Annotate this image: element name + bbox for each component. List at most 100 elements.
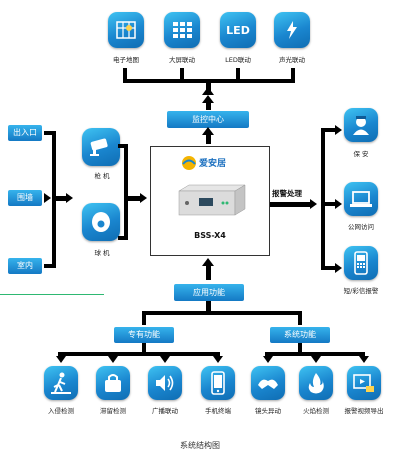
monitor-stem-bottom bbox=[206, 132, 211, 144]
arrow-down-lens bbox=[263, 356, 273, 363]
security-guard-icon bbox=[344, 108, 378, 142]
input-entrance: 出入口 bbox=[8, 125, 42, 141]
arrow-right-alarm bbox=[310, 199, 317, 209]
intrusion-icon bbox=[44, 366, 78, 400]
system-functions-label: 系统功能 bbox=[284, 330, 316, 339]
arrow-down-export bbox=[359, 356, 369, 363]
top-label-led: LED联动 bbox=[225, 56, 251, 64]
output-web-label: 公网访问 bbox=[348, 223, 374, 231]
grid-screen-icon bbox=[164, 12, 200, 48]
top-label-map: 电子地图 bbox=[113, 56, 139, 64]
camera-bullet-label: 枪 机 bbox=[94, 172, 110, 180]
device-model: BSS-X4 bbox=[194, 231, 226, 240]
top-bracket-stem-3 bbox=[236, 68, 240, 82]
top-label-siren: 声光联动 bbox=[279, 56, 305, 64]
input-wall: 围墙 bbox=[8, 190, 42, 206]
arrow-right-sms bbox=[335, 263, 342, 273]
top-bracket-stem-4 bbox=[291, 68, 295, 82]
app-stem-up bbox=[206, 262, 211, 280]
system-stem bbox=[298, 343, 302, 353]
bottom-label-mobile: 手机终端 bbox=[205, 407, 231, 415]
right-output-tick-3 bbox=[325, 266, 335, 270]
right-output-tick-2 bbox=[325, 202, 335, 206]
left-input-tick-1 bbox=[44, 131, 54, 135]
arrow-right-security bbox=[335, 125, 342, 135]
camera-bracket-top bbox=[118, 144, 128, 148]
arrow-down-mobile bbox=[213, 356, 223, 363]
output-sms-label: 短/彩信报警 bbox=[343, 287, 379, 295]
arrow-down-loiter bbox=[108, 356, 118, 363]
output-security-label: 保 安 bbox=[353, 150, 369, 158]
arrow-down-intrusion bbox=[56, 356, 66, 363]
bottom-label-lens: 镜头异动 bbox=[255, 407, 281, 415]
arrow-up-device bbox=[202, 127, 214, 135]
bottom-label-intrusion: 入侵检测 bbox=[48, 407, 74, 415]
app-functions-label: 应用功能 bbox=[193, 288, 225, 297]
function-split-left bbox=[142, 311, 146, 325]
bottom-label-flame: 火焰检测 bbox=[303, 407, 329, 415]
nvr-device-image bbox=[173, 183, 247, 219]
speaker-icon bbox=[148, 366, 182, 400]
bag-icon bbox=[96, 366, 130, 400]
mobile-phone-icon bbox=[344, 246, 378, 280]
camera-bracket bbox=[124, 144, 128, 240]
monitor-stem-top bbox=[206, 100, 211, 110]
alarm-processing-label: 报警处理 bbox=[272, 189, 302, 198]
system-bar bbox=[265, 352, 365, 356]
diagram-caption: 系统结构图 bbox=[180, 441, 220, 450]
flame-icon bbox=[299, 366, 333, 400]
arrow-right-web bbox=[335, 199, 342, 209]
camera-arrow-stem bbox=[128, 196, 140, 201]
laptop-icon bbox=[344, 182, 378, 216]
dedicated-functions-label: 专有功能 bbox=[128, 330, 160, 339]
device-logo: 爱安居 bbox=[181, 155, 239, 171]
monitor-center-box: 监控中心 bbox=[167, 111, 249, 128]
right-output-bracket bbox=[321, 128, 325, 270]
monitor-center-label: 监控中心 bbox=[192, 115, 224, 124]
alarm-stem bbox=[270, 202, 310, 207]
system-functions-box: 系统功能 bbox=[270, 327, 330, 343]
dome-camera-icon bbox=[82, 203, 120, 241]
bottom-label-loiter: 滞留检测 bbox=[100, 407, 126, 415]
top-bracket-stem-2 bbox=[180, 68, 184, 82]
arrow-up-app bbox=[202, 258, 214, 266]
dedicated-functions-box: 专有功能 bbox=[114, 327, 174, 343]
arrow-right-cameras bbox=[140, 193, 147, 203]
green-divider bbox=[0, 294, 104, 295]
dedicated-stem bbox=[142, 343, 146, 353]
siren-icon bbox=[274, 12, 310, 48]
dedicated-bar bbox=[58, 352, 220, 356]
app-stem-down bbox=[206, 301, 211, 313]
arrow-down-broadcast bbox=[160, 356, 170, 363]
led-glyph: LED bbox=[226, 23, 250, 37]
app-functions-box: 应用功能 bbox=[174, 284, 244, 301]
top-label-bigscreen: 大屏联动 bbox=[169, 56, 195, 64]
right-output-tick-1 bbox=[325, 128, 335, 132]
input-entrance-label: 出入口 bbox=[13, 128, 37, 137]
camera-bracket-bottom bbox=[118, 236, 128, 240]
left-input-tick-3 bbox=[44, 264, 54, 268]
arrow-up-top bbox=[202, 87, 214, 95]
top-bracket bbox=[123, 79, 295, 83]
bullet-camera-icon bbox=[82, 128, 120, 166]
input-indoor-label: 室内 bbox=[17, 261, 33, 270]
arrow-down-flame bbox=[311, 356, 321, 363]
brand-logo-icon bbox=[182, 156, 196, 170]
bottom-label-export: 报警视频导出 bbox=[344, 407, 384, 415]
camera-dome-label: 球 机 bbox=[94, 249, 110, 257]
function-split-bar bbox=[142, 311, 302, 315]
map-icon bbox=[108, 12, 144, 48]
arrow-right-wall bbox=[44, 193, 51, 203]
arrow-up-monitor bbox=[202, 95, 214, 103]
input-indoor: 室内 bbox=[8, 258, 42, 274]
left-input-arrow-stem bbox=[56, 196, 66, 201]
bottom-label-broadcast: 广播联动 bbox=[152, 407, 178, 415]
function-split-right bbox=[298, 311, 302, 325]
device-panel: 爱安居 BSS-X4 bbox=[150, 146, 270, 256]
top-bracket-stem-1 bbox=[123, 68, 127, 82]
device-brand: 爱安居 bbox=[199, 159, 227, 169]
led-icon: LED bbox=[220, 12, 256, 48]
video-export-icon bbox=[347, 366, 381, 400]
hands-icon bbox=[251, 366, 285, 400]
left-input-bracket bbox=[52, 131, 56, 268]
